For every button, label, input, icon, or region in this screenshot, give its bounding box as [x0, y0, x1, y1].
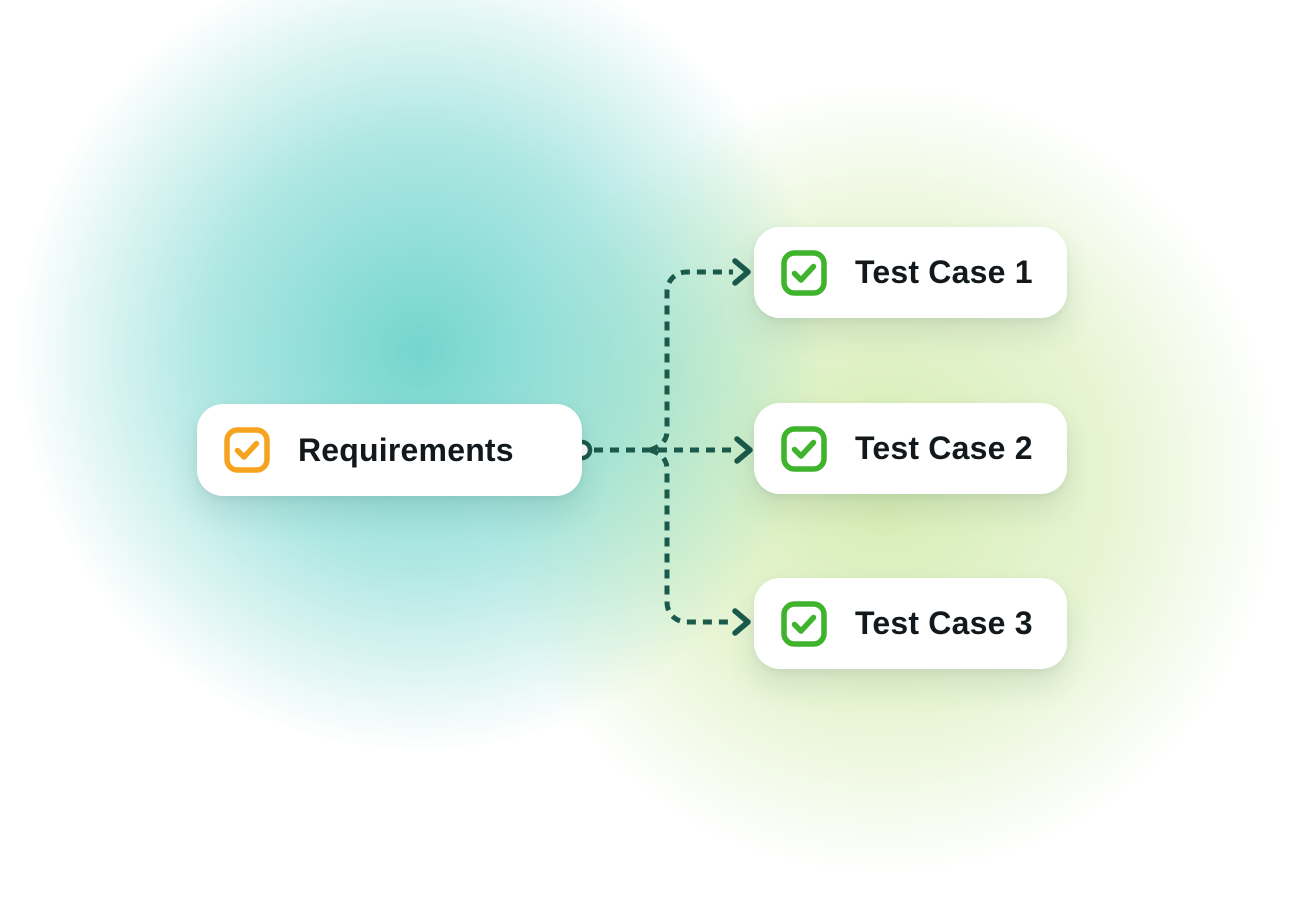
- node-requirements: Requirements: [197, 404, 582, 496]
- connector-top: [649, 269, 733, 453]
- node-testcase-2-label: Test Case 2: [855, 430, 1033, 466]
- checkbox-checked-icon: [781, 425, 827, 472]
- node-testcase-2: Test Case 2: [754, 403, 1067, 494]
- node-testcase-1: Test Case 1: [754, 227, 1067, 318]
- arrowhead-top-icon: [732, 258, 751, 286]
- node-testcase-3: Test Case 3: [754, 578, 1067, 669]
- node-testcase-3-label: Test Case 3: [855, 605, 1033, 641]
- node-requirements-label: Requirements: [298, 431, 514, 468]
- checkbox-checked-icon: [781, 249, 827, 296]
- checkbox-checked-icon: [781, 600, 827, 647]
- arrowhead-middle-icon: [734, 436, 753, 464]
- checkbox-checked-icon: [224, 427, 270, 473]
- connector-bottom: [649, 447, 733, 625]
- node-testcase-1-label: Test Case 1: [855, 254, 1033, 290]
- arrowhead-bottom-icon: [732, 608, 751, 636]
